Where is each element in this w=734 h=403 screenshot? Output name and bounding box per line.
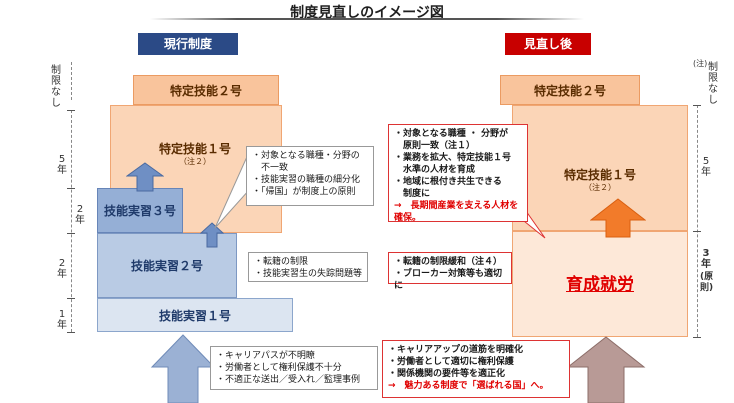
right-scale-principle: (原則) <box>700 272 714 293</box>
ssw1-goal-text: → 長期間産業を支える人材を確保。 <box>394 201 519 223</box>
note-line: ・技能実習生の失踪問題等 <box>254 269 363 279</box>
current-tit1-box: 技能実習１号 <box>97 298 293 332</box>
revised-tit2-changes-note: ・転籍の制限緩和（注４） ・ブローカー対策等も適切に <box>388 252 512 291</box>
up-arrow-icon <box>590 198 646 238</box>
note-line: ・地域に根付き共生できる <box>394 177 502 187</box>
current-tit1-label: 技能実習１号 <box>158 308 231 323</box>
base-goal-text: → 魅力ある制度で「選ばれる国」へ。 <box>388 381 549 391</box>
note-line: ・転籍の制限緩和（注４） <box>394 257 503 267</box>
note-line: ・不適正な送出／受入れ／監理事例 <box>216 375 361 385</box>
current-ssw1-issues-note: ・対象となる職種・分野の 不一致 ・技能実習の職種の細分化 ・「帰国」が制度上の… <box>246 146 374 206</box>
left-scale-two-years-tit3: 2年 <box>75 204 85 226</box>
revised-ikusei-label: 育成就労 <box>566 275 634 295</box>
title-underline <box>150 18 584 20</box>
note-line: ・「帰国」が制度上の原則 <box>252 187 356 197</box>
revised-ssw1-label: 特定技能１号 <box>563 168 636 182</box>
revised-system-header: 見直し後 <box>505 33 591 55</box>
left-scale-line-top <box>71 62 72 100</box>
current-tit2-label: 技能実習２号 <box>130 259 203 273</box>
base-up-arrow-icon <box>150 334 216 403</box>
current-tit2-issues-note: ・転籍の制限 ・技能実習生の失踪問題等 <box>248 252 368 282</box>
current-ssw1-label: 特定技能１号 <box>158 142 231 156</box>
current-tit3-box: 技能実習３号 <box>97 188 183 233</box>
current-system-header: 現行制度 <box>138 33 238 55</box>
revised-ssw1-note: （注２） <box>584 183 616 192</box>
right-tick <box>693 337 701 338</box>
note-line: ・関係機関の要件等を適正化 <box>388 369 506 379</box>
left-scale-unlimited: 制限なし <box>51 65 61 109</box>
left-tick <box>67 332 75 333</box>
note-line: ・ブローカー対策等も適切に <box>394 269 503 291</box>
note-line: ・キャリアアップの道筋を明確化 <box>388 345 524 355</box>
note-line: 水準の人材を育成 <box>394 165 476 175</box>
revised-base-changes-note: ・キャリアアップの道筋を明確化 ・労働者として適切に権利保護 ・関係機関の要件等… <box>382 340 570 398</box>
revised-ssw2-label: 特定技能２号 <box>533 83 606 98</box>
up-arrow-icon <box>200 222 224 248</box>
left-scale-two-years-tit2: 2年 <box>57 258 67 280</box>
note-line: 制度に <box>394 189 431 199</box>
current-ssw2-box: 特定技能２号 <box>133 75 279 105</box>
current-base-issues-note: ・キャリアパスが不明瞭 ・労働者として権利保護不十分 ・不適正な送出／受入れ／監… <box>210 346 378 390</box>
note-line: ・対象となる職種 ・ 分野が <box>394 129 508 139</box>
revised-ssw1-changes-note: ・対象となる職種 ・ 分野が 原則一致（注１） ・業務を拡大、特定技能１号 水準… <box>388 124 528 223</box>
note-line: 原則一致（注１） <box>394 141 476 151</box>
up-arrow-icon <box>126 162 164 192</box>
right-scale-unlimited-note: (注) <box>693 59 708 68</box>
left-tick <box>67 233 75 234</box>
right-scale-three-years: 3年 <box>701 248 711 270</box>
left-scale-one-year: 1年 <box>57 309 67 331</box>
right-scale-five-years: 5年 <box>701 156 711 178</box>
note-line: 不一致 <box>252 163 289 173</box>
current-tit3-label: 技能実習３号 <box>103 204 176 218</box>
revised-ikusei-box <box>512 231 688 337</box>
right-scale-unlimited: 制限なし <box>708 62 718 106</box>
current-ssw2-label: 特定技能２号 <box>169 83 242 98</box>
revised-ssw2-box: 特定技能２号 <box>500 75 640 105</box>
left-tick <box>67 188 75 189</box>
note-line: ・業務を拡大、特定技能１号 <box>394 153 512 163</box>
right-tick <box>693 231 701 232</box>
base-up-arrow-icon <box>566 336 646 403</box>
current-ssw1-note: （注２） <box>179 157 211 166</box>
revised-ssw1-box <box>512 105 688 231</box>
note-line: ・労働者として権利保護不十分 <box>216 363 342 373</box>
right-scale-line <box>697 105 698 337</box>
left-scale-five-years: 5年 <box>57 154 67 176</box>
note-line: ・キャリアパスが不明瞭 <box>216 351 315 361</box>
note-line: ・技能実習の職種の細分化 <box>252 175 361 185</box>
page-title: 制度見直しのイメージ図 <box>290 5 444 21</box>
left-tick <box>67 298 75 299</box>
note-line: ・転籍の制限 <box>254 257 309 267</box>
left-scale-line <box>71 110 72 332</box>
left-tick <box>67 110 75 111</box>
note-line: ・対象となる職種・分野の <box>252 151 360 161</box>
current-tit2-box: 技能実習２号 <box>97 233 237 298</box>
right-tick <box>693 105 701 106</box>
note-line: ・労働者として適切に権利保護 <box>388 357 514 367</box>
